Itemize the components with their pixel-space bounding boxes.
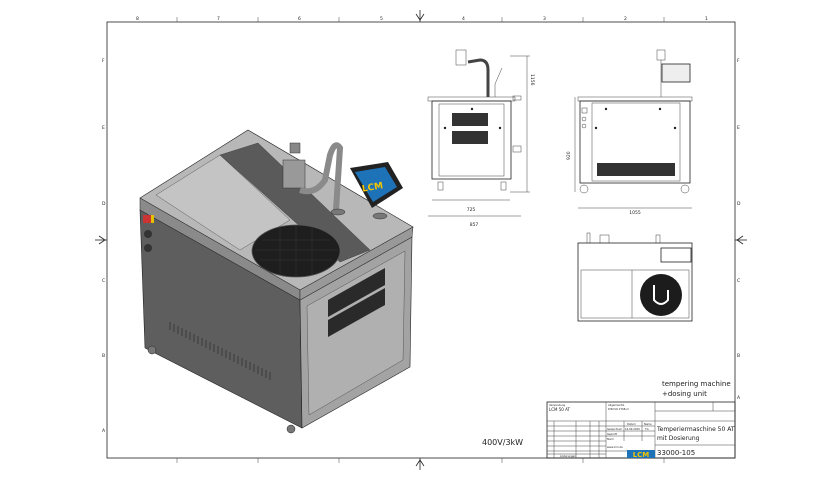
description-en-line1: tempering machine — [662, 380, 731, 388]
svg-text:D: D — [102, 201, 106, 207]
svg-text:E: E — [737, 125, 740, 131]
svg-text:C: C — [102, 278, 105, 284]
svg-text:Norm: Norm — [607, 437, 615, 441]
svg-text:920: 920 — [566, 151, 572, 160]
svg-text:1156: 1156 — [529, 74, 535, 86]
frame-row-labels: F E D C B A F E D C B A — [102, 58, 741, 434]
svg-text:A: A — [102, 428, 106, 434]
svg-text:4: 4 — [462, 16, 465, 22]
svg-text:Verwendung: Verwendung — [549, 403, 566, 407]
svg-text:3: 3 — [543, 16, 546, 22]
drawing-title-de-line1: Temperiermaschine 50 AT — [656, 426, 735, 433]
isometric-machine-view: LCM — [139, 129, 414, 434]
svg-text:A: A — [737, 395, 741, 401]
touch-screen: LCM — [350, 162, 403, 220]
svg-text:857: 857 — [470, 222, 479, 228]
svg-text:1055: 1055 — [629, 210, 641, 216]
description-en-line2: +dosing unit — [662, 390, 707, 398]
svg-text:6: 6 — [298, 16, 301, 22]
power-rating: 400V/3kW — [482, 438, 523, 447]
svg-text:Datum: Datum — [627, 422, 636, 426]
svg-text:E: E — [102, 125, 105, 131]
svg-text:LCM: LCM — [361, 181, 384, 195]
svg-text:Allgemeintol.: Allgemeintol. — [608, 403, 625, 407]
svg-text:F: F — [737, 58, 740, 64]
svg-text:B: B — [102, 353, 105, 359]
svg-text:2: 2 — [624, 16, 627, 22]
side-view: 920 1055 — [566, 49, 693, 216]
svg-text:7: 7 — [217, 16, 220, 22]
drawing-title-de-line2: mit Dosierung — [657, 435, 700, 442]
top-view — [577, 232, 693, 322]
svg-text:1: 1 — [705, 16, 708, 22]
svg-text:TG: TG — [645, 427, 649, 431]
svg-text:5: 5 — [380, 16, 383, 22]
svg-text:D: D — [737, 201, 741, 207]
svg-text:C: C — [737, 278, 740, 284]
svg-text:Gezeichnet: Gezeichnet — [607, 427, 622, 431]
svg-text:16.09.2020: 16.09.2020 — [625, 427, 640, 431]
svg-text:Geprüft: Geprüft — [607, 432, 617, 436]
svg-text:725: 725 — [467, 207, 476, 213]
svg-text:LCM 50 AT: LCM 50 AT — [549, 407, 571, 412]
title-block: Verwendung LCM 50 AT Allgemeintol. DIN I… — [546, 401, 736, 459]
svg-text:B: B — [737, 353, 740, 359]
drawing-number: 33000-105 — [657, 449, 695, 457]
svg-text:www.lcm.de: www.lcm.de — [607, 445, 623, 449]
frame-column-ticks — [176, 17, 665, 463]
svg-text:LCM: LCM — [633, 451, 650, 459]
svg-text:F: F — [102, 58, 105, 64]
lcm-logo: LCM — [627, 450, 655, 459]
svg-text:Name: Name — [644, 422, 652, 426]
svg-text:Änderungen: Änderungen — [560, 453, 576, 458]
centering-arrow-icon — [95, 10, 747, 470]
svg-text:8: 8 — [136, 16, 139, 22]
front-view: 725 857 1156 — [427, 49, 535, 228]
svg-text:DIN ISO 2768-m: DIN ISO 2768-m — [608, 407, 629, 411]
frame-column-labels: 8 7 6 5 4 3 2 1 — [136, 16, 708, 22]
